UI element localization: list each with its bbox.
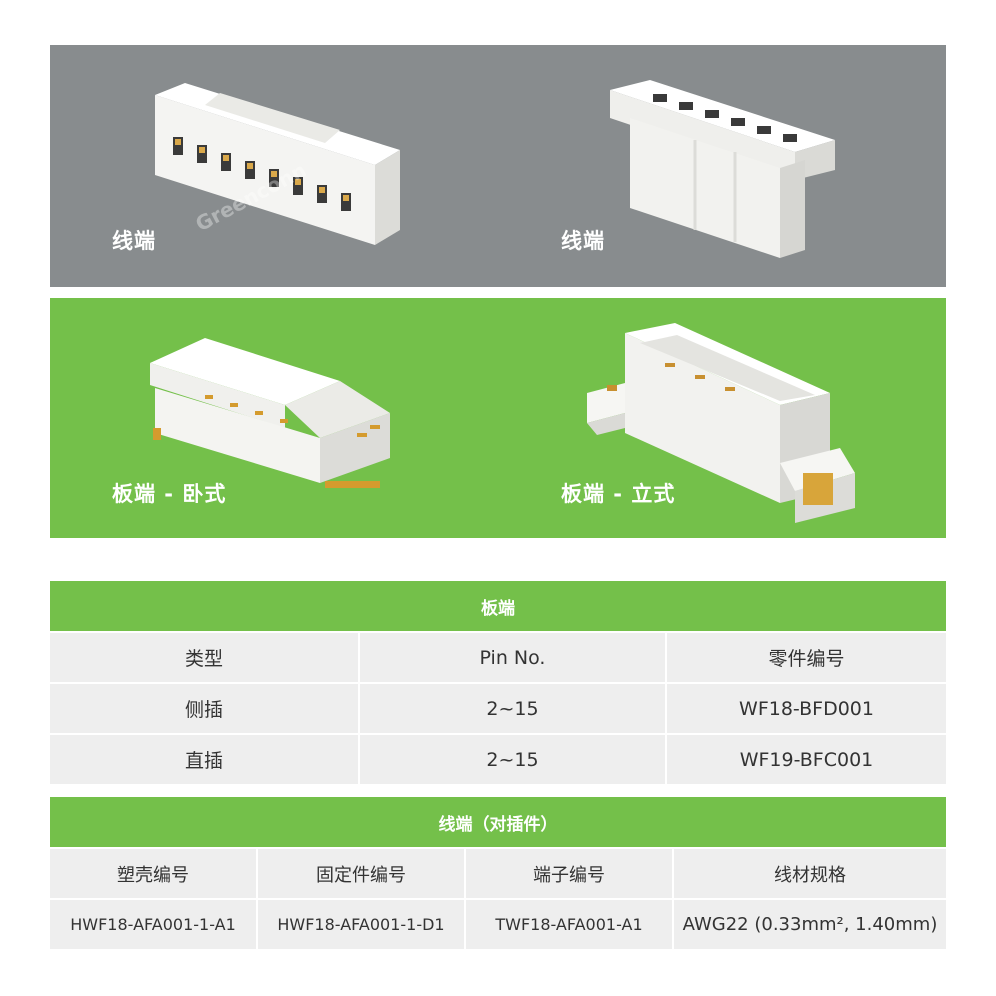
table-row: 侧插 2~15 WF18-BFD001: [50, 682, 946, 733]
cell-fixture-number: HWF18-AFA001-1-D1: [256, 900, 464, 949]
board-end-table: 板端 类型 Pin No. 零件编号 侧插 2~15 WF18-BFD001 直…: [50, 581, 946, 784]
cell-pin-no: 2~15: [358, 735, 665, 784]
wire-connector-panel: 线端 线端 Greenconn: [50, 45, 946, 287]
header-wire-spec: 线材规格: [672, 849, 946, 898]
cell-type: 侧插: [184, 699, 223, 721]
panel-label-wire-left: 线端: [112, 229, 156, 253]
cell-terminal-number: TWF18-AFA001-A1: [464, 900, 672, 949]
cell-pin-no: 2~15: [358, 684, 665, 733]
board-vertical-image: [587, 323, 855, 523]
cell-part-number: WF19-BFC001: [665, 735, 946, 784]
board-horizontal-image: [150, 338, 390, 488]
cell-type: 直插: [184, 750, 223, 772]
cell-housing-number: HWF18-AFA001-1-A1: [70, 915, 236, 934]
header-housing-number: 塑壳编号: [117, 864, 189, 886]
wire-end-table: 线端（对插件） 塑壳编号 固定件编号 端子编号 线材规格 HWF18-AFA00…: [50, 797, 946, 949]
cell-part-number: WF18-BFD001: [665, 684, 946, 733]
panel-label-board-vertical: 板端 - 立式: [561, 482, 676, 506]
header-part-number: 零件编号: [665, 633, 946, 682]
table-header-row: 类型 Pin No. 零件编号: [50, 631, 946, 682]
table-header-row: 塑壳编号 固定件编号 端子编号 线材规格: [50, 847, 946, 898]
header-fixture-number: 固定件编号: [256, 849, 464, 898]
header-terminal-number: 端子编号: [464, 849, 672, 898]
wire-housing-image-left: [155, 83, 400, 245]
header-pin-no: Pin No.: [358, 633, 665, 682]
table-row: HWF18-AFA001-1-A1 HWF18-AFA001-1-D1 TWF1…: [50, 898, 946, 949]
panel-label-board-horizontal: 板端 - 卧式: [112, 482, 227, 506]
board-table-title: 板端: [50, 581, 946, 631]
wire-housing-image-right: [610, 80, 835, 258]
cell-wire-spec: AWG22 (0.33mm², 1.40mm): [672, 900, 946, 949]
board-connector-panel: 板端 - 卧式 板端 - 立式: [50, 298, 946, 538]
table-row: 直插 2~15 WF19-BFC001: [50, 733, 946, 784]
wire-table-title: 线端（对插件）: [50, 797, 946, 847]
header-type: 类型: [184, 648, 223, 670]
panel-label-wire-right: 线端: [561, 229, 605, 253]
